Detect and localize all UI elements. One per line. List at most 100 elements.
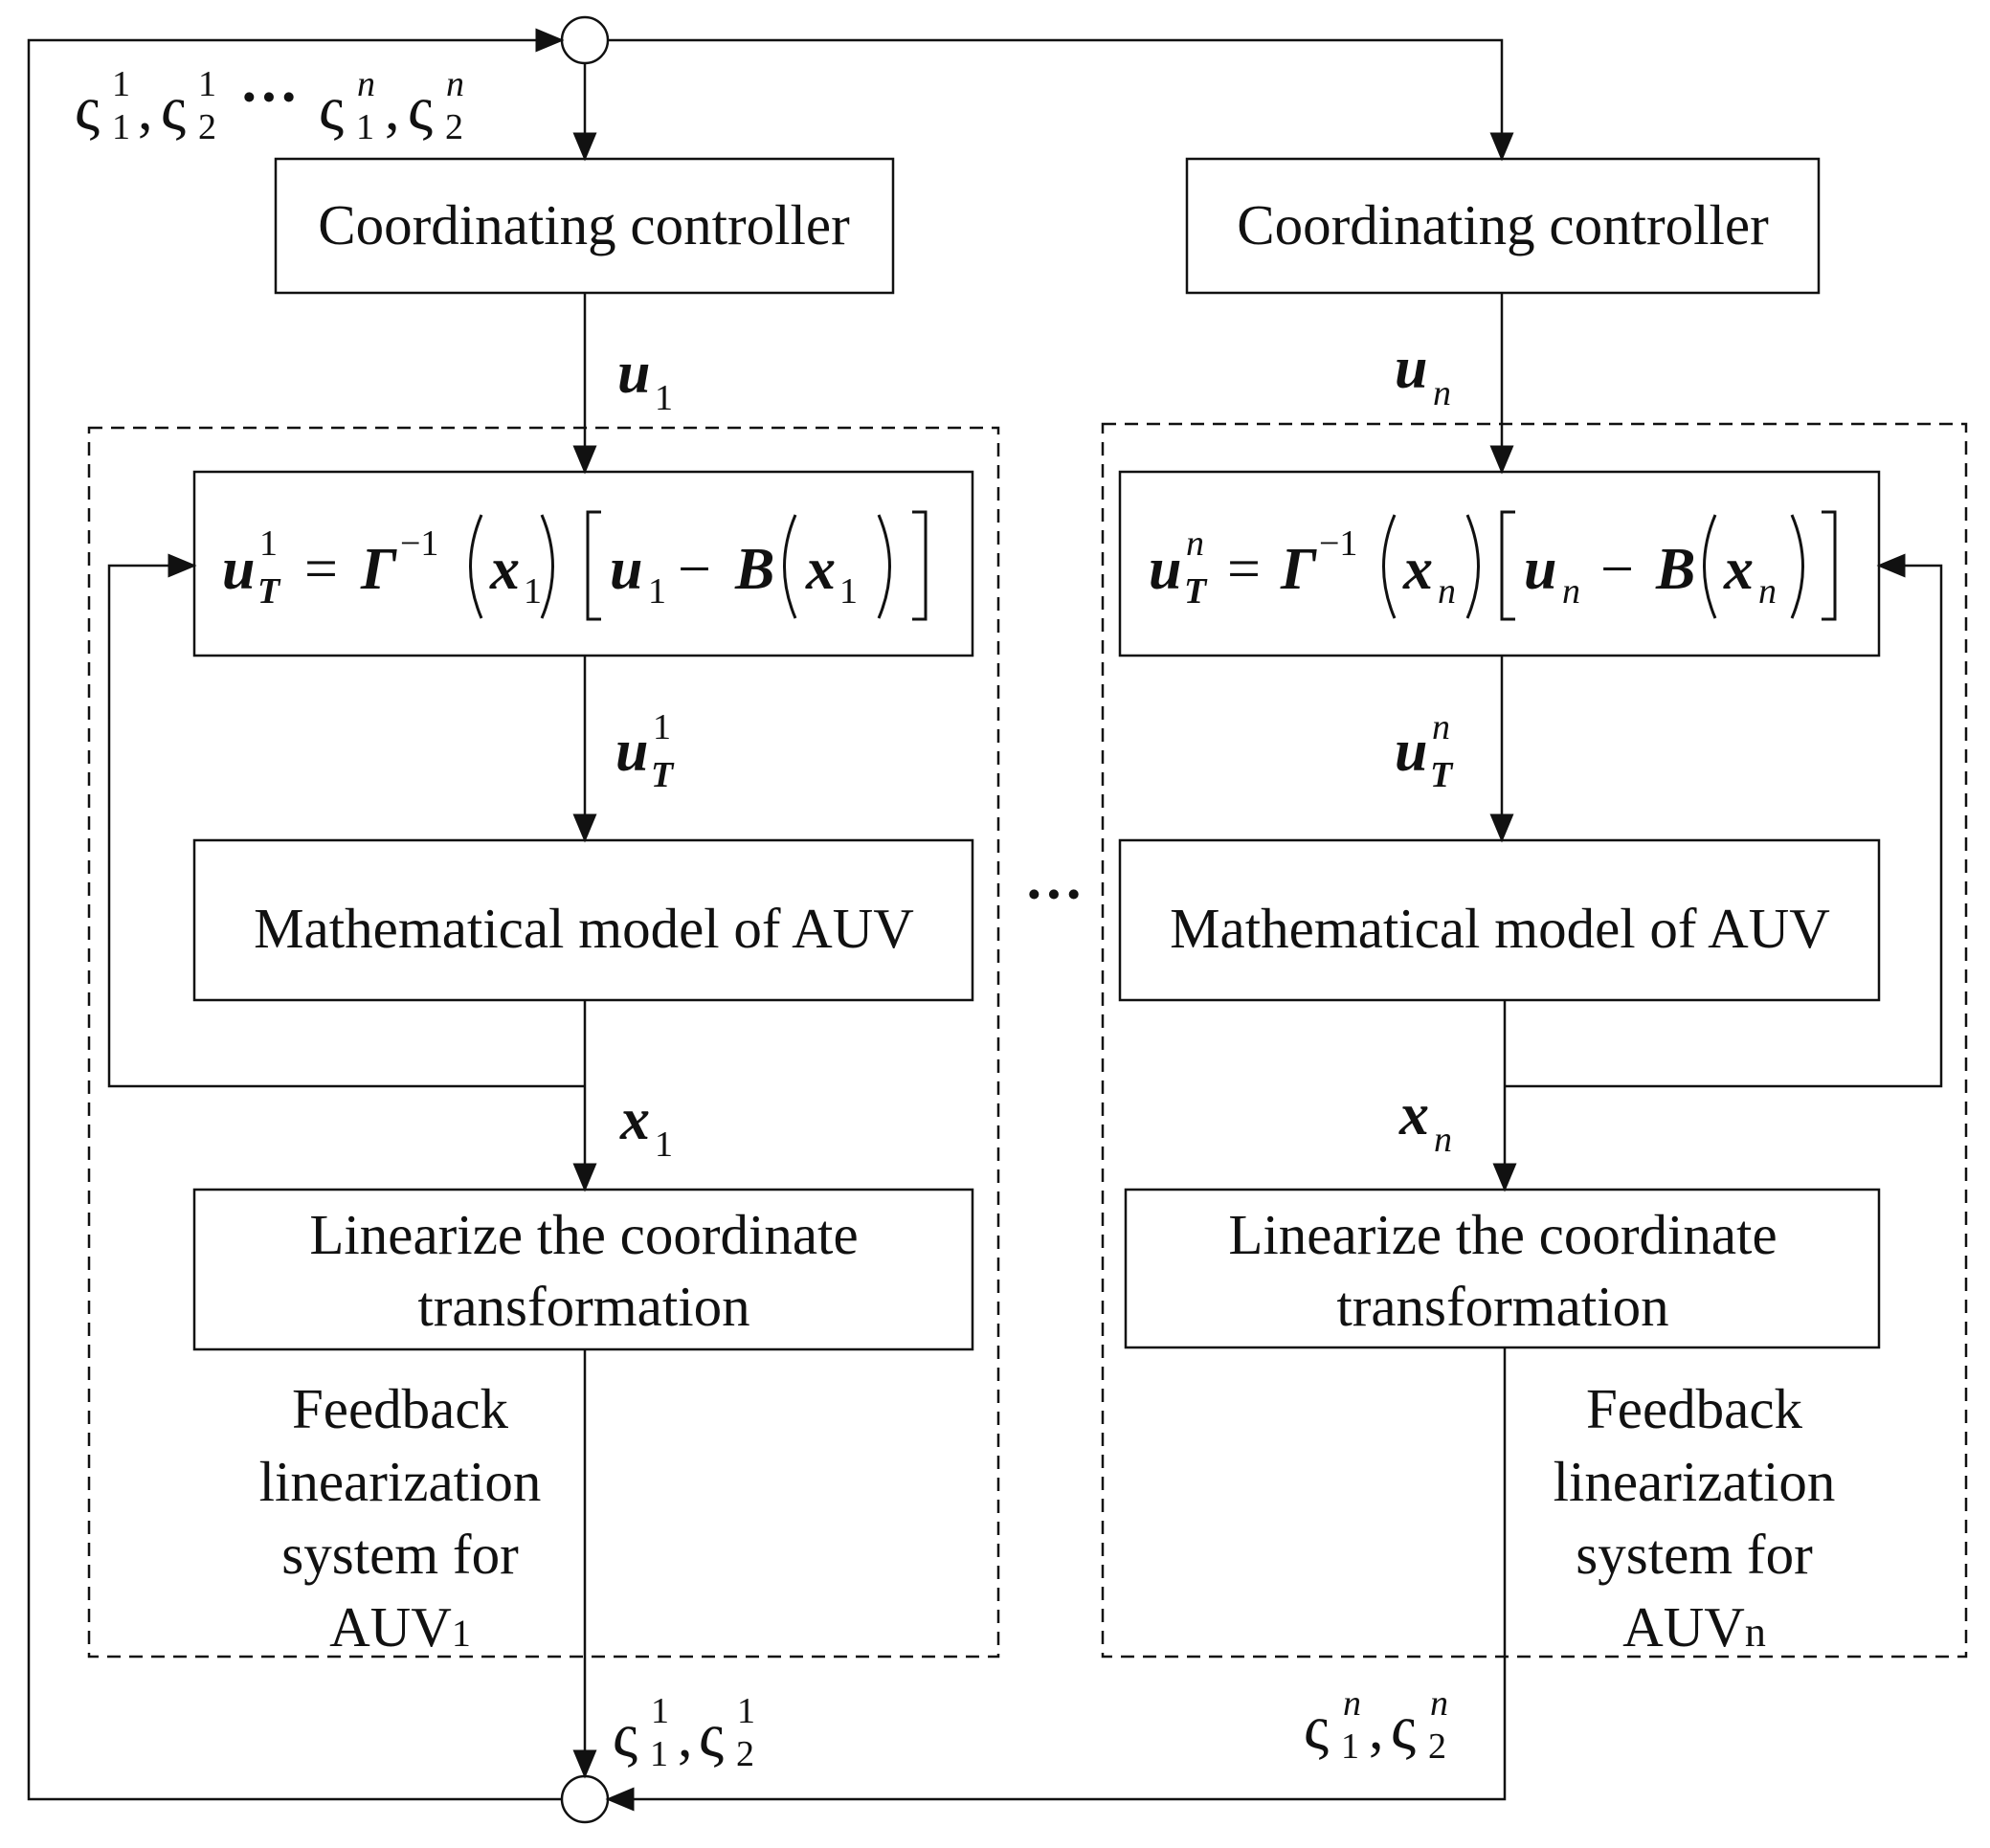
law-1-bracket-open <box>586 510 601 621</box>
group-n-index: n <box>1745 1609 1766 1656</box>
law-n-gamma: Γ <box>1280 537 1317 602</box>
label-top-s2: ς <box>161 74 186 144</box>
law-n-minus: − <box>1600 537 1634 602</box>
law-n-paren-open <box>1382 514 1397 619</box>
law-n-paren-close <box>1465 514 1480 619</box>
model-n-label: Mathematical model of AUV <box>1170 897 1830 960</box>
middle-ellipsis: ··· <box>1024 862 1084 927</box>
law-n-paren2-close <box>1790 514 1804 619</box>
group-n-auv: AUV <box>1622 1595 1745 1659</box>
label-bottom-n-comma: , <box>1369 1697 1384 1762</box>
law-1-x-sub: 1 <box>524 571 542 612</box>
group-1-index: 1 <box>452 1612 471 1655</box>
label-top-s1-sup: 1 <box>112 64 130 104</box>
linearize-1-line-2: transformation <box>417 1275 749 1338</box>
law-n-bracket-open <box>1500 510 1515 621</box>
law-1-paren2-close <box>877 514 891 619</box>
label-bottom-1-s2: ς <box>699 1701 724 1770</box>
law-1-x2-sub: 1 <box>839 571 858 612</box>
label-bottom-n-s2-sup: n <box>1430 1683 1448 1724</box>
linearize-block-1 <box>192 1188 974 1351</box>
group-1-line-2: linearization <box>259 1450 542 1513</box>
law-1-paren-open <box>469 514 483 619</box>
outer-feedback-line <box>27 28 565 1801</box>
law-n-paren2-open <box>1703 514 1717 619</box>
label-top-s4: ς <box>408 74 433 144</box>
control-law-n: u n T = Γ −1 x n u n − B x n <box>1149 510 1837 621</box>
group-note-n: Feedback linearization system for AUVn <box>1554 1377 1836 1659</box>
group-n-line-2: linearization <box>1554 1450 1836 1513</box>
law-1-T: T <box>257 571 281 612</box>
label-ut1-T: T <box>651 755 675 795</box>
group-1-auv: AUV <box>329 1595 452 1659</box>
label-xn-sub: n <box>1434 1120 1452 1160</box>
law-1-gamma: Γ <box>360 537 397 602</box>
label-bottom-1-comma: , <box>678 1704 693 1770</box>
label-top-s2-sub: 2 <box>198 107 216 147</box>
label-u1-sub: 1 <box>655 378 673 418</box>
group-box-auv-1 <box>87 426 1000 1659</box>
inner-feedback-n <box>1505 553 1943 1088</box>
summing-junction-top <box>560 15 610 65</box>
label-ut1: u <box>615 719 648 784</box>
label-top-s3-sup: n <box>357 64 375 104</box>
group-n-line-4: AUVn <box>1622 1595 1766 1659</box>
label-bottom-1-s2-sup: 1 <box>737 1691 755 1731</box>
signal-labels: u 1 u n u 1 T u n T x 1 x n ς 1 1 , ς 1 … <box>75 64 1454 1774</box>
label-bottom-n-s2-sub: 2 <box>1428 1726 1446 1767</box>
law-n-u: u <box>1149 537 1181 602</box>
label-bottom-1-s1-sub: 1 <box>650 1734 668 1774</box>
label-bottom-1-s1: ς <box>613 1701 637 1770</box>
law-n-sup: n <box>1186 523 1204 564</box>
linearize-block-n <box>1124 1188 1881 1349</box>
label-bottom-1-s2-sub: 2 <box>736 1734 754 1774</box>
law-n-T: T <box>1184 571 1208 612</box>
label-utn-T: T <box>1430 755 1454 795</box>
summing-junction-bottom <box>560 1774 610 1824</box>
label-bottom-1-s1-sup: 1 <box>651 1691 669 1731</box>
linearize-n-line-2: transformation <box>1336 1275 1668 1338</box>
label-x1-sub: 1 <box>655 1124 673 1165</box>
inner-feedback-1 <box>107 553 585 1088</box>
law-n-equals: = <box>1227 537 1261 602</box>
label-un-sub: n <box>1433 373 1451 413</box>
label-un: u <box>1395 336 1427 401</box>
label-u1: u <box>617 341 650 406</box>
label-top-s4-sup: n <box>446 64 464 104</box>
law-1-x2: x <box>805 537 836 602</box>
model-1-label: Mathematical model of AUV <box>254 897 914 960</box>
group-n-line-1: Feedback <box>1586 1377 1803 1440</box>
label-top-s3: ς <box>319 74 344 144</box>
label-ut1-sup: 1 <box>653 707 671 747</box>
law-n-u-inner: u <box>1524 537 1556 602</box>
group-1-line-1: Feedback <box>292 1377 509 1440</box>
control-law-1: u 1 T = Γ −1 x 1 u 1 − B x 1 <box>222 510 928 621</box>
law-1-sup: 1 <box>259 523 278 564</box>
label-top-s1-sub: 1 <box>112 107 130 147</box>
law-n-bracket-close <box>1822 510 1837 621</box>
group-box-auv-n <box>1101 422 1968 1659</box>
law-1-paren-close <box>540 514 554 619</box>
law-n-x2-sub: n <box>1758 571 1777 612</box>
law-n-x-sub: n <box>1438 571 1456 612</box>
linearize-1-line-1: Linearize the coordinate <box>309 1203 858 1266</box>
law-1-paren2-open <box>783 514 797 619</box>
law-1-bracket-close <box>912 510 928 621</box>
law-1-u-inner: u <box>610 537 642 602</box>
label-bottom-n-s1-sub: 1 <box>1341 1726 1359 1767</box>
law-n-x: x <box>1402 537 1433 602</box>
label-x1: x <box>619 1087 650 1152</box>
controller-block-1 <box>274 157 895 295</box>
link-top-to-controller-n <box>608 38 1514 162</box>
law-1-equals: = <box>304 537 338 602</box>
label-top-comma-2: , <box>385 78 400 143</box>
law-1-inverse: −1 <box>400 523 438 564</box>
link-sigma-n <box>605 1347 1507 1812</box>
group-note-1: Feedback linearization system for AUV1 <box>259 1377 542 1659</box>
label-bottom-n-s2: ς <box>1391 1693 1416 1763</box>
law-1-u: u <box>222 537 255 602</box>
label-xn: x <box>1398 1082 1429 1147</box>
label-top-comma-1: , <box>138 78 153 143</box>
label-utn-sup: n <box>1432 707 1450 747</box>
